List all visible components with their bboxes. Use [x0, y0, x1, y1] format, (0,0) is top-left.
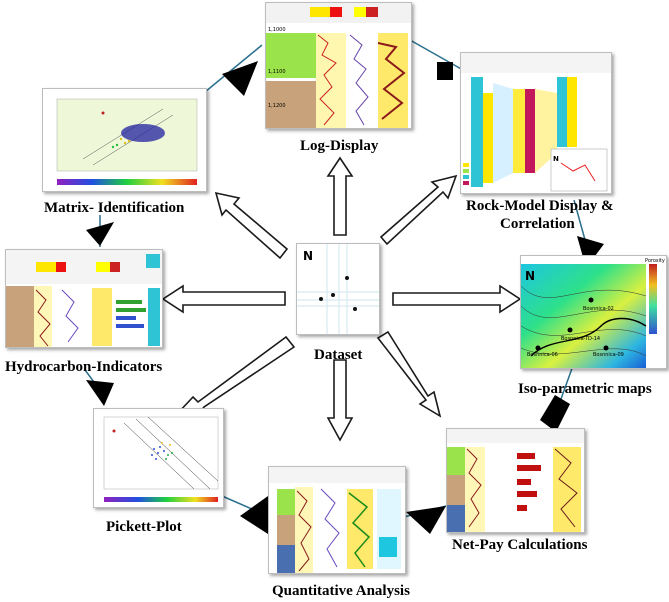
iso-well-1: Bosnnica-02 — [583, 306, 614, 312]
north-symbol: N — [303, 249, 313, 263]
iso-map-thumbnail: Porosity N Bosnnica-02 Bosnnica-TD-14 Bo… — [520, 255, 667, 369]
node-label-pickett: Pickett-Plot — [106, 519, 182, 535]
node-label-rock-model-line2: Correlation — [500, 216, 575, 232]
log-depth-3: 1,1200 — [268, 103, 286, 109]
node-label-rock-model-line1: Rock-Model Display & — [466, 198, 614, 214]
arrow-to-quantitative — [326, 359, 354, 442]
arrow-to-pickett — [174, 335, 296, 416]
arrowhead-rock — [437, 62, 453, 80]
arrow-to-rock-model — [379, 174, 458, 246]
hydrocarbon-thumbnail — [5, 249, 163, 348]
arrowhead-netpay — [540, 395, 570, 432]
log-depth-1: 1,1000 — [268, 27, 286, 33]
arrowhead-hc-bottom — [86, 380, 114, 406]
dataset-basemap-thumbnail: N — [296, 243, 380, 335]
log-depth-2: 1,1100 — [268, 69, 286, 75]
arrow-to-matrix — [214, 191, 289, 260]
center-label-dataset: Dataset — [314, 347, 363, 363]
arrow-to-log-display — [326, 156, 354, 236]
arrow-to-net-pay — [376, 330, 442, 418]
arrowhead-hc-top — [86, 222, 114, 246]
node-label-iso-maps: Iso-parametric maps — [518, 381, 652, 397]
node-label-quantitative: Quantitative Analysis — [272, 583, 410, 599]
iso-north-symbol: N — [525, 269, 535, 283]
matrix-thumbnail — [42, 88, 207, 192]
iso-colorbar-title: Porosity — [645, 258, 665, 264]
quantitative-thumbnail — [268, 466, 406, 574]
iso-well-2: Bosnnica-TD-14 — [561, 336, 600, 342]
pickett-plot-thumbnail — [93, 408, 224, 508]
log-display-thumbnail: 1,1000 1,1100 1,1200 — [265, 2, 412, 129]
rock-north-symbol: N — [553, 155, 559, 163]
connector-log-matrix — [204, 44, 263, 93]
arrow-to-hydrocarbon — [161, 284, 286, 314]
iso-well-4: Bosnnica-09 — [593, 352, 624, 358]
connector-log-rock — [409, 39, 464, 71]
arrow-to-iso-maps — [392, 284, 522, 314]
iso-well-3: Bosnnica-06 — [527, 352, 558, 358]
net-pay-thumbnail — [446, 428, 585, 533]
node-label-hydrocarbon: Hydrocarbon-Indicators — [5, 359, 163, 375]
arrowhead-matrix — [222, 61, 258, 96]
rock-model-thumbnail: N — [460, 52, 612, 194]
arrowhead-pickett — [240, 496, 268, 534]
node-label-log-display: Log-Display — [300, 138, 379, 154]
node-label-net-pay: Net-Pay Calculations — [452, 537, 588, 553]
node-label-matrix: Matrix- Identification — [44, 200, 185, 216]
arrowhead-quant — [406, 506, 446, 534]
